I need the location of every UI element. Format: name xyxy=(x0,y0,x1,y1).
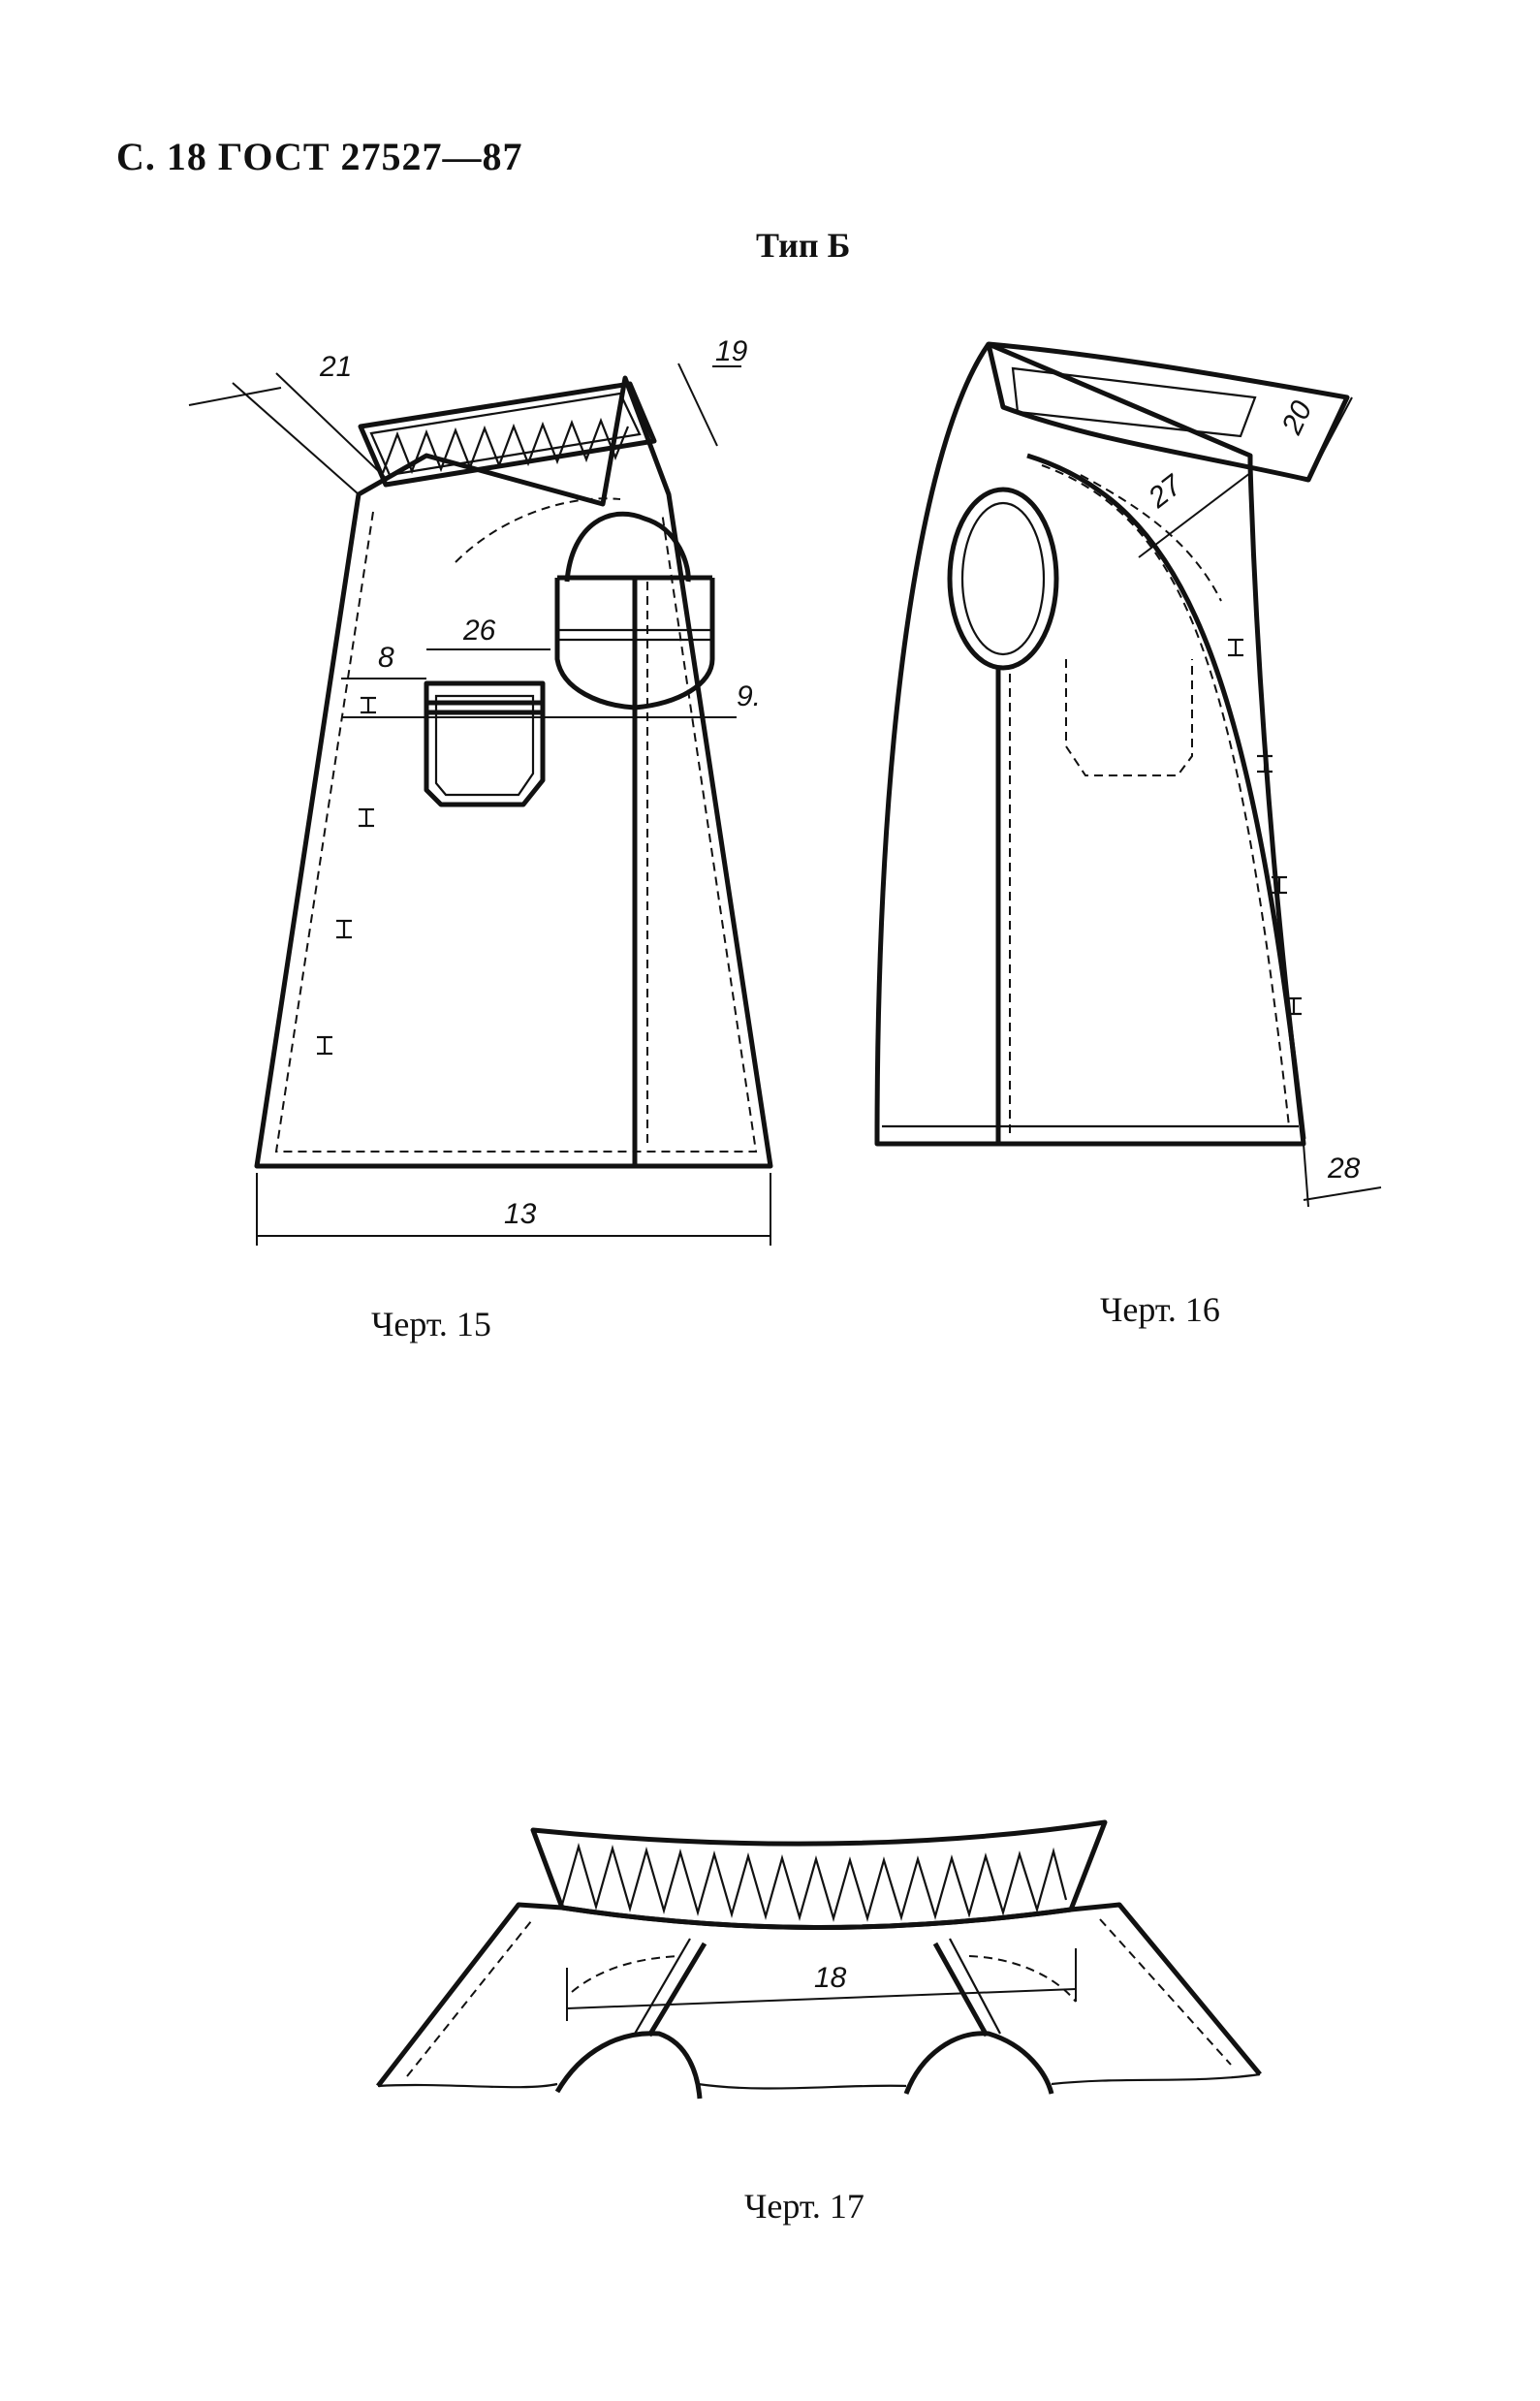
pocket xyxy=(424,680,546,807)
oval-armhole xyxy=(947,487,1059,671)
page-header: С. 18 ГОСТ 27527—87 xyxy=(116,135,523,178)
figure-16-drawing: 20 27 28 xyxy=(874,341,1382,1208)
back-collar-band xyxy=(986,341,1350,483)
dim-13-label: 13 xyxy=(504,1198,537,1230)
collar-band xyxy=(358,381,657,488)
armhole-left xyxy=(554,2031,703,2100)
armhole xyxy=(564,511,691,583)
dim-28-label: 28 xyxy=(1327,1153,1361,1185)
figure-17-caption: Черт. 17 xyxy=(744,2187,864,2226)
dim-26-label: 26 xyxy=(462,615,496,647)
shoulder-piece xyxy=(376,1902,1262,2088)
figure-16-caption: Черт. 16 xyxy=(1100,1290,1220,1329)
dim-8-label: 8 xyxy=(378,642,394,674)
armhole-right xyxy=(903,2031,1054,2095)
figure-15-drawing: 21 19 26 8 9. 13 xyxy=(188,335,773,1246)
figure-15-caption: Черт. 15 xyxy=(371,1305,491,1343)
dim-21-label: 21 xyxy=(319,351,352,383)
dim-19-label: 19 xyxy=(715,335,748,367)
dim-9-label: 9. xyxy=(737,680,761,712)
section-title: Тип Б xyxy=(756,226,851,265)
dim-18-label: 18 xyxy=(814,1962,847,1994)
collar-piece xyxy=(530,1819,1108,1930)
